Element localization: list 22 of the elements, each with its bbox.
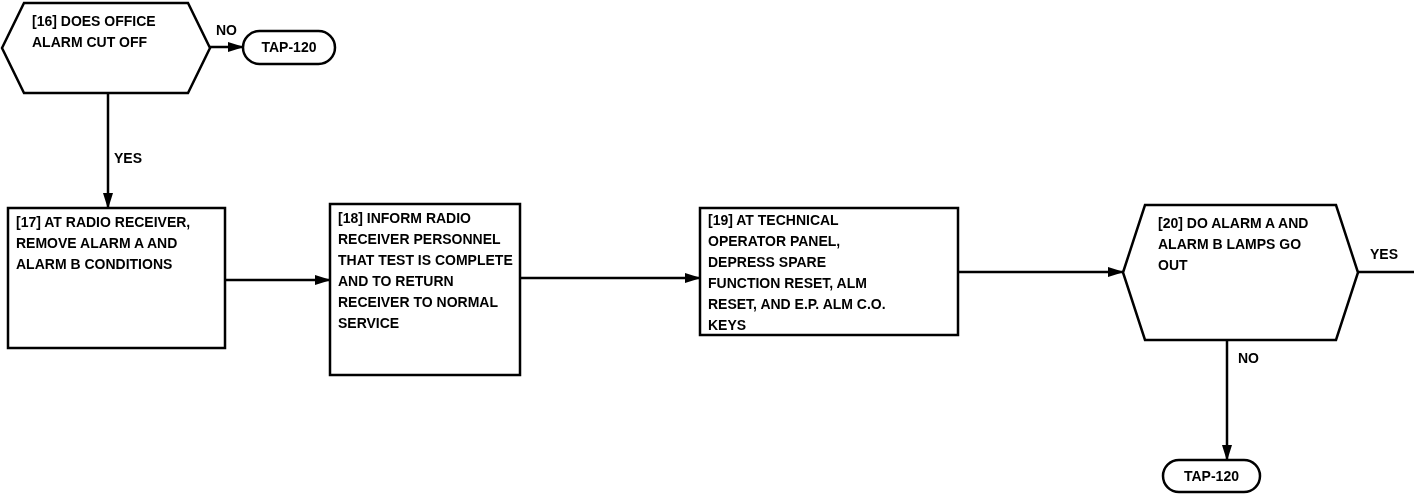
arrow <box>520 273 701 283</box>
arrow <box>103 93 113 209</box>
edge-label: NO <box>1236 350 1261 366</box>
step-text: [19] AT TECHNICAL OPERATOR PANEL, DEPRESS SPARE FUNCTION RESET, ALM RESET, AND E.P. ALM C.O. KEYS <box>708 211 887 335</box>
process-box <box>8 208 225 348</box>
step-text: [20] DO ALARM A AND ALARM B LAMPS GO OUT <box>1158 214 1310 275</box>
arrow <box>225 275 331 285</box>
decision-hexagon <box>1123 205 1358 340</box>
arrow <box>210 42 244 52</box>
edge-label: YES <box>1368 246 1400 262</box>
arrow <box>1222 340 1232 461</box>
edge-label: YES <box>112 150 144 166</box>
arrow <box>958 267 1124 277</box>
step-text: [18] INFORM RADIO RECEIVER PERSONNEL THAT TEST IS COMPLETE AND TO RETURN RECEIVER TO NORMAL SERVICE <box>338 209 514 333</box>
terminal-label: TAP-120 <box>260 38 318 57</box>
terminal-label: TAP-120 <box>1183 467 1240 486</box>
edge-label: NO <box>214 22 239 38</box>
process-box <box>330 204 520 375</box>
step-text: [16] DOES OFFICE ALARM CUT OFF <box>32 12 157 52</box>
decision-hexagon <box>2 3 210 93</box>
process-box <box>700 208 958 335</box>
step-text: [17] AT RADIO RECEIVER, REMOVE ALARM A AND ALARM B CONDITIONS <box>16 213 192 274</box>
